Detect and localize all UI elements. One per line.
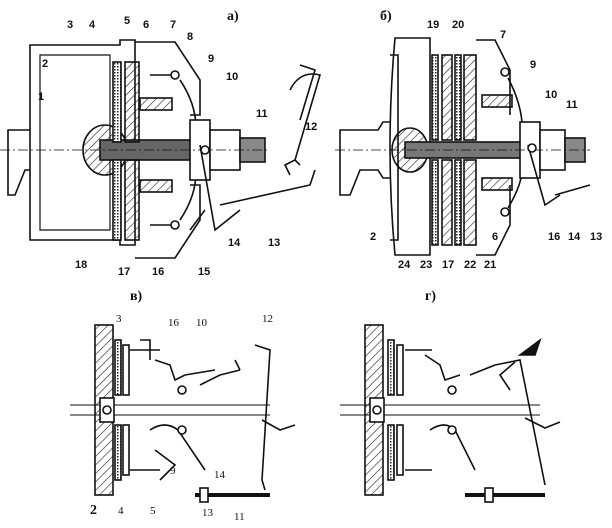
label-v-11: 11 — [234, 511, 245, 523]
label-b-21: 21 — [484, 259, 496, 271]
panel-v-drawing — [70, 324, 296, 503]
label-b-17: 17 — [442, 259, 454, 271]
label-a-16: 16 — [152, 266, 164, 278]
label-v-9: 9 — [170, 465, 176, 477]
label-a-13: 13 — [268, 237, 280, 249]
label-a-8: 8 — [187, 31, 193, 43]
label-v-4: 4 — [118, 505, 124, 517]
label-a-6: 6 — [143, 19, 149, 31]
label-v-13: 13 — [202, 507, 214, 519]
labels-panel-b: 19 20 7 9 10 11 2 24 23 17 22 21 6 16 14… — [370, 19, 602, 271]
label-a-11: 11 — [256, 108, 268, 120]
label-a-9: 9 — [208, 53, 214, 65]
label-b-6: 6 — [492, 231, 498, 243]
label-a-5: 5 — [124, 15, 130, 27]
label-b-24: 24 — [398, 259, 411, 271]
label-b-11: 11 — [566, 99, 578, 111]
label-a-1: 1 — [38, 91, 44, 103]
labels-panel-v: 3 16 10 12 2 4 5 9 14 13 11 — [90, 313, 273, 523]
label-a-3: 3 — [67, 19, 73, 31]
label-a-18: 18 — [75, 259, 87, 271]
label-b-9: 9 — [530, 59, 536, 71]
panel-label-b: б) — [380, 9, 392, 24]
label-a-2: 2 — [42, 58, 48, 70]
panel-a-drawing — [0, 39, 322, 259]
panel-label-g: г) — [425, 289, 436, 304]
panel-label-a: а) — [227, 9, 239, 24]
label-a-14: 14 — [228, 237, 241, 249]
label-v-2: 2 — [90, 503, 97, 518]
label-a-17: 17 — [118, 266, 130, 278]
label-v-10: 10 — [196, 317, 208, 329]
label-a-12: 12 — [305, 121, 317, 133]
label-v-12: 12 — [262, 313, 273, 325]
label-b-23: 23 — [420, 259, 432, 271]
label-v-14: 14 — [214, 469, 226, 481]
label-b-14: 14 — [568, 231, 581, 243]
label-v-16: 16 — [168, 317, 180, 329]
label-b-2: 2 — [370, 231, 376, 243]
label-b-19: 19 — [427, 19, 439, 31]
label-v-3: 3 — [116, 313, 122, 325]
label-b-7: 7 — [500, 29, 506, 41]
label-b-20: 20 — [452, 19, 464, 31]
panel-b-drawing — [335, 37, 591, 256]
label-b-13: 13 — [590, 231, 602, 243]
label-a-7: 7 — [170, 19, 176, 31]
label-a-4: 4 — [89, 19, 96, 31]
label-b-22: 22 — [464, 259, 476, 271]
panel-g-drawing — [340, 324, 561, 503]
label-b-10: 10 — [545, 89, 557, 101]
label-b-16: 16 — [548, 231, 560, 243]
label-a-15: 15 — [198, 266, 210, 278]
label-v-5: 5 — [150, 505, 156, 517]
labels-panel-a: 1 2 3 4 5 6 7 8 9 10 11 12 13 14 15 16 1… — [38, 15, 317, 278]
panel-label-v: в) — [130, 289, 143, 304]
label-a-10: 10 — [226, 71, 238, 83]
